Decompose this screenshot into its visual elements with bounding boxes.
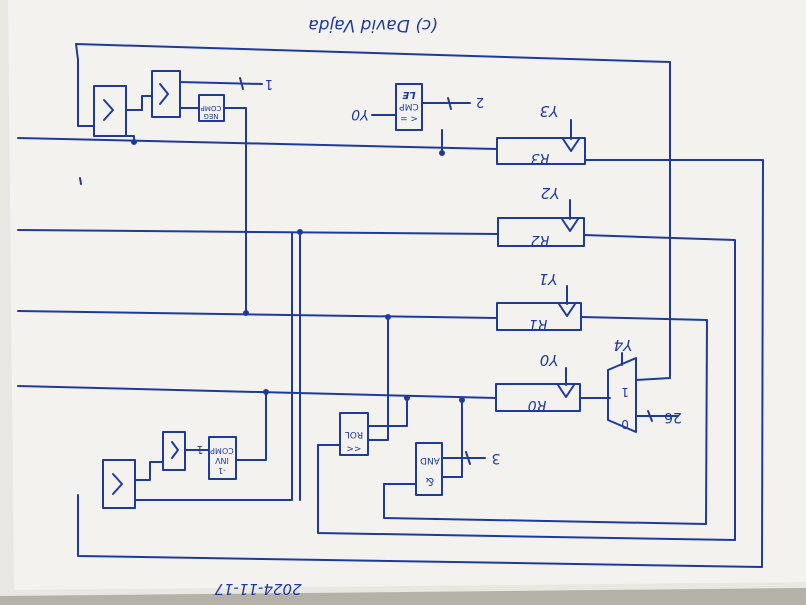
junction-comparator <box>439 150 445 156</box>
wire-top-chain <box>125 95 153 111</box>
register-r0-clock <box>557 384 575 398</box>
bus-r3-out <box>17 137 498 150</box>
comparator-line-3: < = <box>400 113 418 123</box>
and-unit-box <box>415 442 443 496</box>
mux-y4-bus-tick <box>647 410 653 422</box>
and-line-1: AND <box>420 455 440 465</box>
comparator-line-2: CMP <box>399 101 419 111</box>
junction-neg <box>243 310 249 316</box>
control-y1: Y1 <box>539 270 558 288</box>
wire-and-to-r0 <box>441 397 463 478</box>
register-r2-box <box>497 217 585 247</box>
control-y0: Y0 <box>540 351 559 369</box>
comparator-constant: 2 <box>476 94 484 109</box>
mux-m-lower-symbol <box>112 473 123 495</box>
mux-y4-in1: 1 <box>621 385 629 399</box>
upper-bus-tick <box>239 77 244 90</box>
comparator-output: Y0 <box>351 106 369 122</box>
inv-line-1: COMP <box>210 446 234 455</box>
junction-r0 <box>263 389 269 395</box>
neg-line-2: NEG <box>203 112 218 120</box>
bus-r0-out <box>17 385 497 399</box>
copyright-text: (c) David Vajda <box>308 15 437 35</box>
register-r1-clock <box>558 303 576 317</box>
inv-constant: 1 <box>197 443 204 456</box>
wire-inv-from-r0 <box>235 391 267 461</box>
register-r3-clock <box>562 138 580 152</box>
wire-rol-from-r1 <box>367 316 389 441</box>
mux-y4-control: Y4 <box>614 336 633 354</box>
mux-m-lower-box <box>102 459 136 509</box>
and-line-2: & <box>425 475 434 488</box>
paper-sheet <box>8 0 806 590</box>
comparator-bus-tick <box>447 97 452 110</box>
mux-y4-input-value: 26 <box>664 409 682 425</box>
neg-line-1: COMP <box>201 104 222 112</box>
mux-m-top-symbol <box>103 99 114 121</box>
bus-r2-out <box>17 229 499 235</box>
comparator-box <box>395 83 423 131</box>
junction-r3 <box>131 139 137 145</box>
wire-neg-from-r1 <box>223 107 247 314</box>
rol-line-2: << <box>346 443 361 453</box>
register-r2-clock <box>561 218 579 232</box>
register-r3-box <box>496 137 586 165</box>
date-text: 2024-11-17 <box>214 580 302 598</box>
junction-r1 <box>385 314 391 320</box>
wire-mux-chain <box>134 461 164 481</box>
register-r3-label: R3 <box>531 150 550 166</box>
mux-m-inv-symbol <box>171 441 179 459</box>
bus-r1-out <box>17 310 498 319</box>
junction-rol <box>404 395 410 401</box>
labels: R3 R2 R1 R0 Y3 Y2 Y1 Y0 Y4 1 0 26 LE CMP… <box>197 15 682 598</box>
wire-r3-feedback <box>77 159 764 568</box>
wire-top-mux-out <box>77 59 95 127</box>
wire-lower-mux-from-r2 <box>134 232 293 501</box>
and-constant: 3 <box>492 450 501 466</box>
control-y3: Y3 <box>540 102 559 120</box>
mux-m-upper-symbol <box>159 83 169 105</box>
wire-top-feedback <box>75 43 671 381</box>
comparator-line-1: LE <box>402 89 415 100</box>
rol-line-1: ROL <box>345 429 363 439</box>
top-constant: 1 <box>265 76 273 91</box>
wire-r2-feedback <box>317 234 736 541</box>
wire-rol-to-r0 <box>367 395 408 427</box>
wire-upper-constant <box>179 81 263 85</box>
inv-line-2: INV <box>215 456 229 465</box>
control-y2: Y2 <box>541 184 560 202</box>
mux-m-upper-box <box>151 70 181 118</box>
wire-r1-feedback <box>383 316 708 525</box>
junction-and <box>459 397 465 403</box>
inv-unit-box <box>208 436 237 480</box>
register-r2-label: R2 <box>531 232 550 248</box>
pencil-mark <box>79 177 82 185</box>
mux-y4-shape <box>607 357 637 433</box>
and-bus-tick <box>465 451 471 465</box>
register-r0-label: R0 <box>528 397 547 413</box>
rol-unit-box <box>339 412 369 456</box>
mux-y4-in0: 0 <box>621 417 629 431</box>
register-r1-label: R1 <box>529 316 548 332</box>
inv-line-3: -1 <box>218 466 226 475</box>
